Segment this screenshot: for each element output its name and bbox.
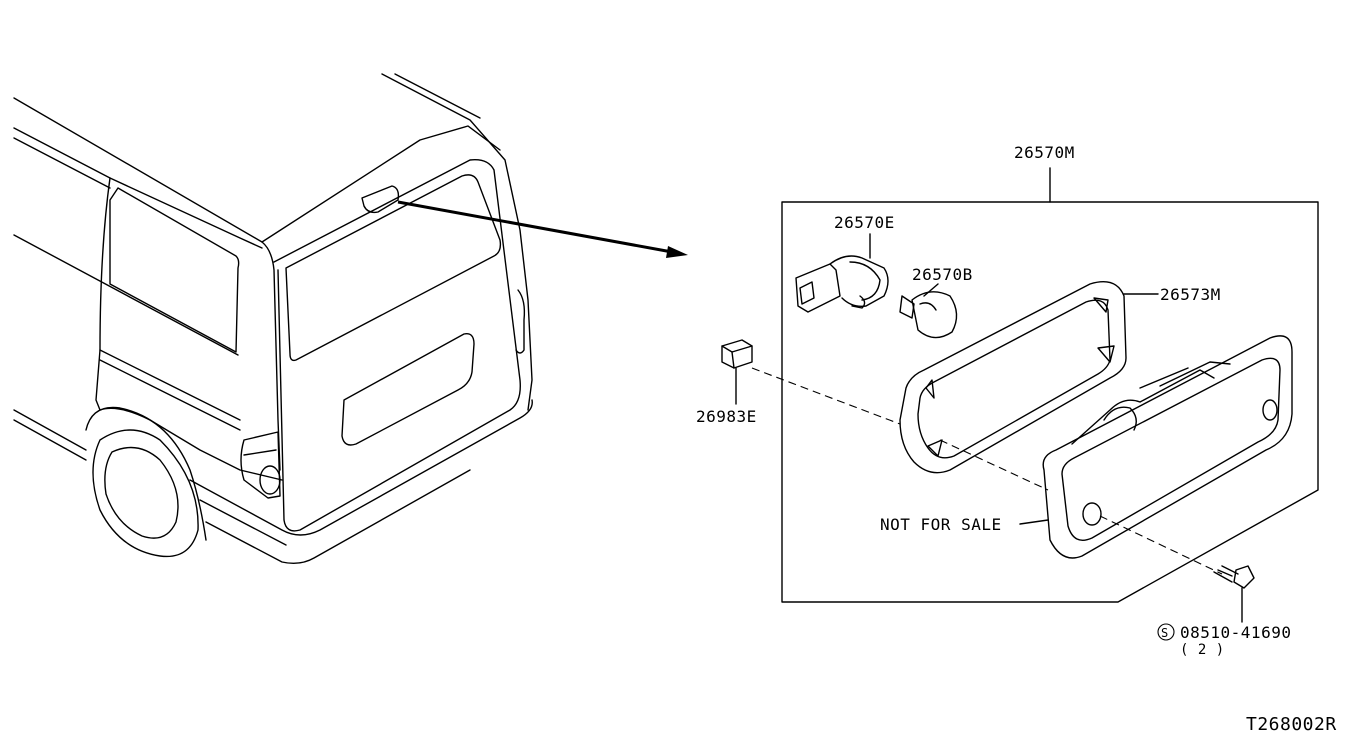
label-not-for-sale: NOT FOR SALE [880, 515, 1002, 534]
label-screw-part: 08510-41690 [1180, 623, 1291, 642]
bulb-part [899, 283, 958, 339]
van-illustration [13, 73, 533, 565]
label-26983E: 26983E [696, 407, 757, 426]
clip-part [721, 339, 753, 405]
screw-part [1213, 565, 1255, 623]
gasket-part [899, 281, 1159, 474]
label-26570B: 26570B [912, 265, 973, 284]
pointer-arrow [397, 200, 688, 258]
lens-housing [1019, 335, 1293, 559]
assembly-box [781, 167, 1319, 603]
label-26570E: 26570E [834, 213, 895, 232]
dashed-guides [751, 367, 1223, 575]
screw-label: S 08510-41690 ( 2 ) [1157, 623, 1291, 658]
label-screw-qty: ( 2 ) [1180, 642, 1225, 658]
socket-part [795, 233, 889, 313]
diagram-code: T268002R [1246, 714, 1337, 735]
label-26570M: 26570M [1014, 143, 1075, 162]
label-26573M: 26573M [1160, 285, 1221, 304]
standard-part-symbol [1157, 623, 1175, 641]
standard-part-letter: S [1161, 626, 1169, 640]
